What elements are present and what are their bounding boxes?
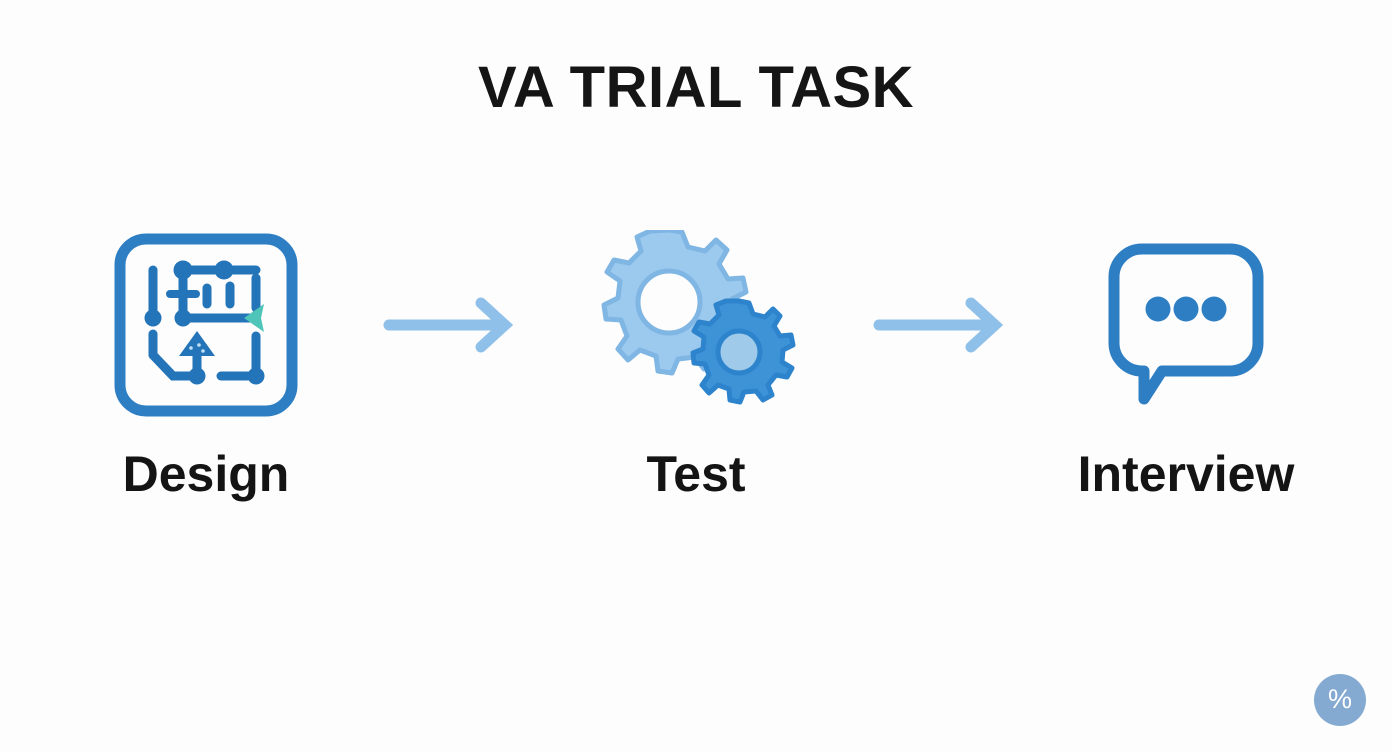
gears-icon	[591, 225, 801, 425]
flow-step-test: Test	[546, 225, 846, 499]
flow-step-label: Design	[122, 446, 290, 502]
flow-connector-2	[846, 225, 1036, 425]
speech-bubble-dots-icon	[1086, 225, 1286, 425]
percent-glyph: %	[1327, 683, 1352, 714]
process-flow: Design	[0, 225, 1392, 525]
flow-connector-1	[356, 225, 546, 425]
flow-step-interview: Interview	[1036, 225, 1336, 499]
arrow-right-icon	[873, 297, 1004, 353]
flow-step-label: Test	[646, 446, 746, 502]
flow-step-label: Interview	[1077, 446, 1295, 502]
blueprint-design-icon	[111, 225, 301, 425]
arrow-right-icon	[383, 297, 514, 353]
flow-step-design: Design	[56, 225, 356, 499]
percent-icon[interactable]: %	[1314, 674, 1366, 726]
page-title: VA TRIAL TASK	[477, 55, 915, 120]
